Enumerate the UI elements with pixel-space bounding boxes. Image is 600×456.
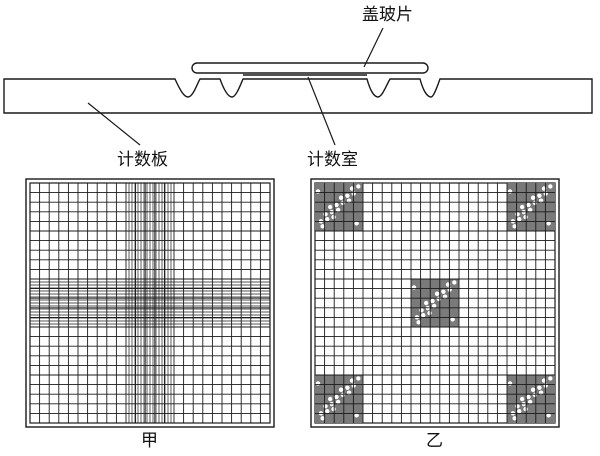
cell-speck [434, 291, 440, 296]
cell-speck [546, 413, 551, 418]
grid-jia-outer-border [25, 178, 275, 428]
grid-yi: 乙 [310, 178, 560, 451]
grid-yi-lines [315, 183, 555, 423]
cell-speck [532, 392, 537, 397]
cell-speck [519, 396, 525, 402]
cell-speck [340, 200, 345, 205]
cell-speck [526, 202, 531, 208]
cell-speck [320, 224, 325, 229]
cell-speck [523, 214, 528, 220]
cell-speck [512, 416, 517, 421]
grid-yi-outer-border [310, 178, 560, 428]
cell-speck [338, 387, 344, 392]
cover-glass-leader [363, 27, 384, 68]
cell-speck [537, 385, 542, 390]
cover-glass-label: 盖玻片 [362, 5, 413, 25]
cell-speck [441, 289, 446, 294]
cell-speck [537, 193, 542, 198]
cell-speck [323, 211, 328, 217]
cell-speck [517, 216, 522, 222]
cell-speck [515, 211, 520, 217]
cell-speck [530, 387, 536, 392]
cell-speck [335, 399, 341, 405]
cell-speck [419, 307, 424, 313]
cell-speck [325, 216, 330, 222]
cell-speck [325, 408, 330, 414]
cell-speck [523, 406, 528, 412]
board-label: 计数板 [117, 150, 168, 170]
grid-yi-caption: 乙 [426, 431, 443, 451]
cell-speck [327, 204, 333, 210]
cell-speck [548, 376, 553, 381]
cell-speck [334, 202, 339, 208]
cell-speck [335, 207, 341, 213]
cell-speck [515, 403, 520, 409]
grid-jia-caption: 甲 [141, 431, 158, 451]
cell-speck [548, 184, 553, 189]
cell-speck [421, 312, 426, 318]
counting-board [3, 78, 593, 114]
cell-speck [527, 399, 533, 405]
cell-speck [423, 300, 429, 306]
cell-speck [416, 320, 421, 325]
cell-speck [334, 394, 339, 400]
cell-speck [331, 214, 336, 220]
cell-speck [517, 408, 522, 414]
cell-speck [430, 298, 435, 304]
cell-speck [436, 296, 441, 301]
chamber-label: 计数室 [307, 150, 358, 170]
cell-speck [338, 195, 344, 200]
cell-speck [532, 200, 537, 205]
cell-speck [327, 396, 333, 402]
grid-jia-lines [30, 183, 270, 423]
cell-speck [320, 416, 325, 421]
cell-speck [356, 184, 361, 189]
grid-yi-sampled-squares [315, 183, 555, 423]
cell-speck [450, 317, 455, 322]
side-view: 盖玻片 计数板 计数室 [3, 5, 593, 170]
cell-speck [354, 221, 359, 226]
cell-speck [431, 303, 437, 309]
cell-speck [323, 403, 328, 409]
cell-speck [512, 224, 517, 229]
board-leader [87, 102, 141, 146]
cell-speck [345, 385, 350, 390]
cell-speck [527, 207, 533, 213]
chamber-leader [307, 76, 336, 146]
cell-speck [354, 413, 359, 418]
grid-jia: 甲 [25, 178, 275, 451]
grid-yi-inner-border [314, 182, 556, 424]
cell-speck [340, 392, 345, 397]
cell-speck [427, 310, 432, 316]
cell-speck [345, 193, 350, 198]
cell-speck [530, 195, 536, 200]
cover-glass [191, 62, 429, 74]
cell-speck [526, 394, 531, 400]
cell-speck [519, 204, 525, 210]
cell-speck [331, 406, 336, 412]
cell-speck [546, 221, 551, 226]
cell-speck [452, 280, 457, 285]
cell-speck [356, 376, 361, 381]
